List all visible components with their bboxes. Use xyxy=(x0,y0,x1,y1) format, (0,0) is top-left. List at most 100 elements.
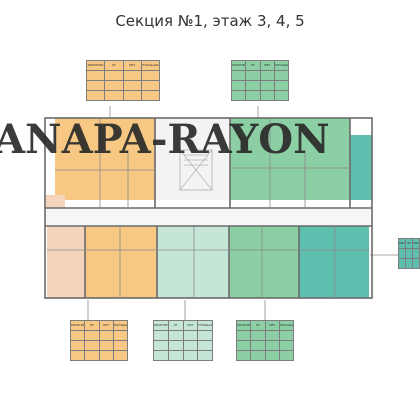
legend-cell xyxy=(230,70,247,81)
apartment-top-right xyxy=(230,118,350,200)
legend-row xyxy=(69,350,129,361)
legend-cell xyxy=(85,90,106,101)
legend-row xyxy=(235,350,295,361)
legend-cell xyxy=(69,350,86,361)
legend-header-cell: ЭТ xyxy=(167,320,184,331)
legend-cell xyxy=(235,350,252,361)
watermark: ANAPA-RAYON xyxy=(0,116,330,163)
legend-cell xyxy=(412,258,420,269)
legend-header-cell: КВАРТИРА xyxy=(153,320,169,331)
legend-header-cell: КВАРТИРА xyxy=(69,320,86,331)
legend-cell xyxy=(104,70,124,81)
inner-partitions xyxy=(47,118,369,298)
legend-cell xyxy=(278,350,295,361)
legend-cell xyxy=(197,340,213,351)
legend-row xyxy=(69,340,129,351)
legend-row xyxy=(153,330,213,341)
legend-cell xyxy=(122,80,142,91)
legend-cell xyxy=(197,350,213,361)
legend-header-cell: КВТ xyxy=(264,320,280,331)
legend-cell xyxy=(264,340,280,351)
legend-row xyxy=(153,350,213,361)
legend-row xyxy=(230,70,290,81)
legend-header-cell: ПЛОЩАДЬ xyxy=(112,320,129,331)
legend-row xyxy=(153,340,213,351)
legend-cell xyxy=(259,90,275,101)
legend-header-cell: ЭТ xyxy=(84,320,100,331)
legend-cell xyxy=(98,350,114,361)
legend-cell xyxy=(153,340,169,351)
legend-row xyxy=(235,340,295,351)
legend-row xyxy=(85,80,161,91)
legend-cell xyxy=(197,330,213,341)
legend-cell xyxy=(84,340,100,351)
legend-cell xyxy=(278,340,295,351)
legend-header-cell: КВАРТИРА xyxy=(230,60,247,71)
corridor xyxy=(45,208,370,226)
legend-cell xyxy=(264,330,280,341)
legend-row xyxy=(85,70,161,81)
legend-header-cell: КВТ xyxy=(412,238,420,249)
apartment-3 xyxy=(157,226,229,298)
legend-header-cell: КВТ xyxy=(182,320,199,331)
legend-cell xyxy=(182,340,199,351)
legend-cell xyxy=(167,340,184,351)
legend-cell xyxy=(398,258,406,269)
legend-header-cell: КВТ xyxy=(122,60,142,71)
legend-cell xyxy=(69,330,86,341)
top-block xyxy=(45,118,372,213)
legend-cell xyxy=(98,330,114,341)
legend-cell xyxy=(104,90,124,101)
legend-cell xyxy=(230,90,247,101)
legend-cell xyxy=(104,80,124,91)
walls xyxy=(44,117,373,299)
legend-row xyxy=(235,330,295,341)
legend-cell xyxy=(140,70,161,81)
legend-cell xyxy=(84,330,100,341)
leader-lines xyxy=(87,106,398,320)
legend-cell xyxy=(405,248,413,259)
legend-cell xyxy=(250,330,266,341)
legend-cell xyxy=(230,80,247,91)
legend-row xyxy=(398,248,420,259)
page-title: Секция №1, этаж 3, 4, 5 xyxy=(115,12,305,30)
bottom-block xyxy=(47,226,369,298)
legend-header-cell: ПЛОЩАДЬ xyxy=(140,60,161,71)
legend-cell xyxy=(235,340,252,351)
legend-cell xyxy=(250,350,266,361)
legend-cell xyxy=(140,90,161,101)
legend-header-cell: ПЛОЩАДЬ xyxy=(197,320,213,331)
legend-cell xyxy=(167,330,184,341)
legend-cell xyxy=(235,330,252,341)
legend-cell xyxy=(112,340,129,351)
legend-cell xyxy=(245,90,261,101)
core-stairs xyxy=(155,118,230,200)
legend-header-cell: ЭТ xyxy=(250,320,266,331)
legend-cell xyxy=(405,258,413,269)
legend-header-cell: ПЛОЩАДЬ xyxy=(273,60,290,71)
legend-cell xyxy=(259,70,275,81)
legend-cell xyxy=(153,350,169,361)
legend-row xyxy=(230,80,290,91)
stairs xyxy=(179,149,213,191)
legend-header-cell: КВАРТИРА xyxy=(398,238,406,249)
legend-header-cell: КВТ xyxy=(98,320,114,331)
legend-cell xyxy=(273,70,290,81)
legend-header-cell: ЭТ xyxy=(245,60,261,71)
legend-cell xyxy=(273,90,290,101)
legend-cell xyxy=(278,330,295,341)
apartment-top-right-end xyxy=(350,135,372,200)
legend-cell xyxy=(69,340,86,351)
legend-cell xyxy=(273,80,290,91)
legend-header-cell: КВТ xyxy=(259,60,275,71)
legend-cell xyxy=(122,70,142,81)
legend-header-cell: КВАРТИРА xyxy=(235,320,252,331)
